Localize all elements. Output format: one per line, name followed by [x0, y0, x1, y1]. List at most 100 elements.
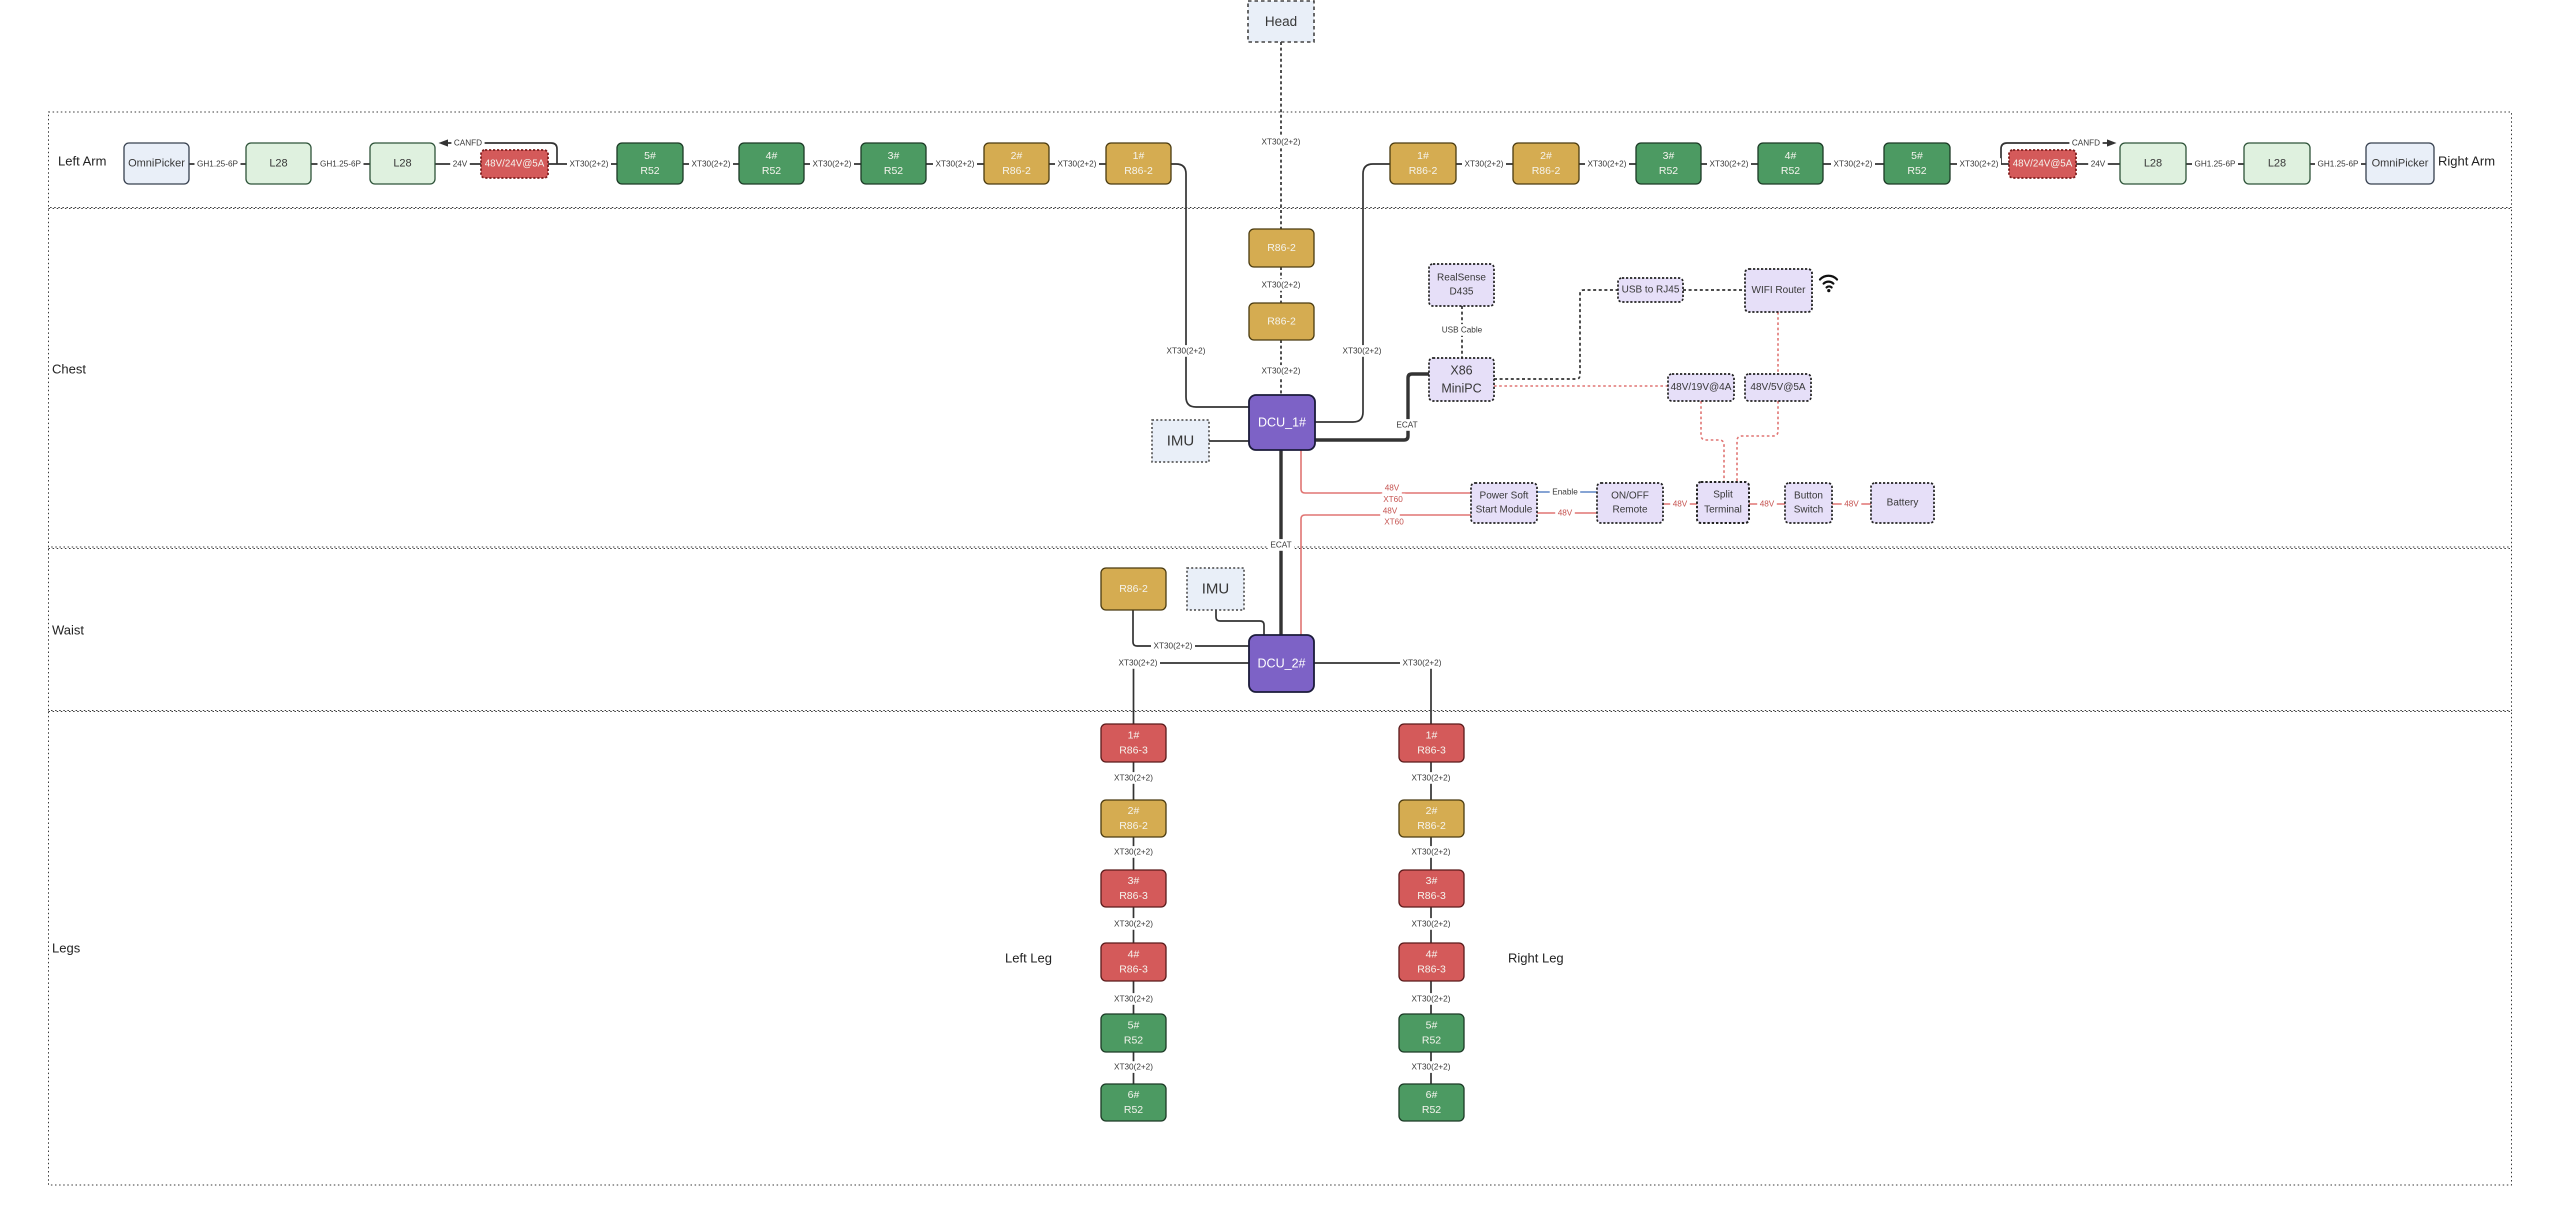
svg-text:R86-2: R86-2: [1002, 165, 1031, 177]
svg-text:L28: L28: [393, 158, 411, 170]
svg-text:XT30(2+2): XT30(2+2): [1262, 281, 1301, 290]
svg-text:GH1.25-6P: GH1.25-6P: [2195, 160, 2236, 169]
svg-text:48V/19V@4A: 48V/19V@4A: [1671, 382, 1732, 393]
svg-text:R52: R52: [1422, 1035, 1441, 1047]
svg-text:Split: Split: [1713, 490, 1733, 501]
svg-text:4#: 4#: [1128, 948, 1140, 960]
svg-text:GH1.25-6P: GH1.25-6P: [197, 160, 238, 169]
svg-text:48V: 48V: [1558, 509, 1573, 518]
svg-text:CANFD: CANFD: [454, 139, 482, 148]
svg-text:6#: 6#: [1128, 1089, 1140, 1101]
svg-text:USB to RJ45: USB to RJ45: [1622, 285, 1680, 296]
svg-text:R86-3: R86-3: [1417, 964, 1446, 976]
svg-text:R86-3: R86-3: [1119, 890, 1148, 902]
svg-text:XT30(2+2): XT30(2+2): [570, 160, 609, 169]
svg-text:5#: 5#: [1426, 1019, 1438, 1031]
svg-text:R52: R52: [640, 165, 659, 177]
svg-text:R86-3: R86-3: [1417, 745, 1446, 757]
svg-text:R86-2: R86-2: [1267, 242, 1296, 254]
svg-text:R52: R52: [1907, 165, 1926, 177]
svg-text:R52: R52: [1124, 1035, 1143, 1047]
svg-text:Legs: Legs: [52, 941, 81, 956]
svg-text:2#: 2#: [1128, 805, 1140, 817]
svg-text:DCU_1#: DCU_1#: [1258, 416, 1306, 430]
svg-text:XT30(2+2): XT30(2+2): [692, 160, 731, 169]
svg-text:24V: 24V: [453, 160, 468, 169]
svg-text:XT30(2+2): XT30(2+2): [936, 160, 975, 169]
svg-text:XT30(2+2): XT30(2+2): [813, 160, 852, 169]
svg-text:XT60: XT60: [1384, 518, 1404, 527]
svg-text:R86-2: R86-2: [1119, 820, 1148, 832]
svg-text:1#: 1#: [1133, 150, 1145, 162]
svg-text:XT30(2+2): XT30(2+2): [1262, 367, 1301, 376]
svg-text:24V: 24V: [2091, 160, 2106, 169]
svg-text:XT30(2+2): XT30(2+2): [1588, 160, 1627, 169]
svg-text:USB Cable: USB Cable: [1442, 326, 1483, 335]
svg-text:6#: 6#: [1426, 1089, 1438, 1101]
svg-text:XT30(2+2): XT30(2+2): [1058, 160, 1097, 169]
svg-text:Right Leg: Right Leg: [1508, 951, 1564, 966]
svg-text:GH1.25-6P: GH1.25-6P: [320, 160, 361, 169]
svg-text:XT30(2+2): XT30(2+2): [1114, 920, 1153, 929]
svg-text:48V/24V@5A: 48V/24V@5A: [485, 159, 545, 170]
svg-text:CANFD: CANFD: [2072, 139, 2100, 148]
svg-text:L28: L28: [2144, 158, 2162, 170]
svg-text:48V: 48V: [1760, 500, 1775, 509]
svg-text:XT30(2+2): XT30(2+2): [1412, 774, 1451, 783]
svg-text:5#: 5#: [1911, 150, 1923, 162]
svg-text:XT30(2+2): XT30(2+2): [1119, 659, 1158, 668]
svg-text:OmniPicker: OmniPicker: [128, 158, 185, 170]
svg-text:XT30(2+2): XT30(2+2): [1114, 848, 1153, 857]
svg-text:XT30(2+2): XT30(2+2): [1114, 995, 1153, 1004]
svg-text:R86-3: R86-3: [1417, 890, 1446, 902]
svg-text:OmniPicker: OmniPicker: [2372, 158, 2429, 170]
svg-text:Power Soft: Power Soft: [1480, 490, 1529, 501]
svg-text:XT30(2+2): XT30(2+2): [1412, 848, 1451, 857]
svg-text:ECAT: ECAT: [1396, 421, 1417, 430]
svg-text:5#: 5#: [644, 150, 656, 162]
svg-text:IMU: IMU: [1202, 581, 1230, 598]
svg-text:48V: 48V: [1383, 507, 1398, 516]
svg-text:R86-3: R86-3: [1119, 964, 1148, 976]
svg-text:1#: 1#: [1417, 150, 1429, 162]
svg-text:Battery: Battery: [1887, 498, 1919, 509]
svg-text:48V: 48V: [1673, 500, 1688, 509]
svg-text:RealSense: RealSense: [1437, 272, 1486, 283]
svg-text:Remote: Remote: [1612, 505, 1647, 516]
svg-text:R52: R52: [1659, 165, 1678, 177]
svg-text:Switch: Switch: [1794, 505, 1823, 516]
svg-text:2#: 2#: [1011, 150, 1023, 162]
svg-text:R52: R52: [762, 165, 781, 177]
svg-text:R86-2: R86-2: [1267, 316, 1296, 328]
svg-text:R86-2: R86-2: [1409, 165, 1438, 177]
svg-text:IMU: IMU: [1167, 433, 1195, 450]
svg-text:L28: L28: [2268, 158, 2286, 170]
svg-text:ECAT: ECAT: [1270, 541, 1291, 550]
svg-text:XT30(2+2): XT30(2+2): [1154, 642, 1193, 651]
svg-text:3#: 3#: [1128, 875, 1140, 887]
svg-text:Chest: Chest: [52, 362, 86, 377]
svg-text:Left Leg: Left Leg: [1005, 951, 1052, 966]
svg-text:WIFI Router: WIFI Router: [1752, 285, 1807, 296]
svg-text:DCU_2#: DCU_2#: [1258, 657, 1306, 671]
svg-text:R86-2: R86-2: [1532, 165, 1561, 177]
svg-text:XT30(2+2): XT30(2+2): [1412, 920, 1451, 929]
svg-text:XT30(2+2): XT30(2+2): [1412, 995, 1451, 1004]
svg-text:4#: 4#: [1785, 150, 1797, 162]
svg-text:1#: 1#: [1426, 729, 1438, 741]
svg-text:L28: L28: [269, 158, 287, 170]
svg-text:XT30(2+2): XT30(2+2): [1412, 1063, 1451, 1072]
svg-text:XT30(2+2): XT30(2+2): [1167, 347, 1206, 356]
svg-text:R52: R52: [1124, 1104, 1143, 1116]
svg-text:4#: 4#: [766, 150, 778, 162]
svg-text:XT30(2+2): XT30(2+2): [1710, 160, 1749, 169]
svg-text:XT30(2+2): XT30(2+2): [1343, 347, 1382, 356]
svg-text:5#: 5#: [1128, 1019, 1140, 1031]
svg-text:Enable: Enable: [1552, 488, 1578, 497]
svg-text:Terminal: Terminal: [1704, 504, 1742, 515]
svg-text:MiniPC: MiniPC: [1441, 382, 1481, 396]
svg-text:Right Arm: Right Arm: [2438, 154, 2495, 169]
svg-text:D435: D435: [1450, 287, 1474, 298]
svg-text:48V: 48V: [1385, 484, 1400, 493]
svg-text:XT30(2+2): XT30(2+2): [1114, 774, 1153, 783]
